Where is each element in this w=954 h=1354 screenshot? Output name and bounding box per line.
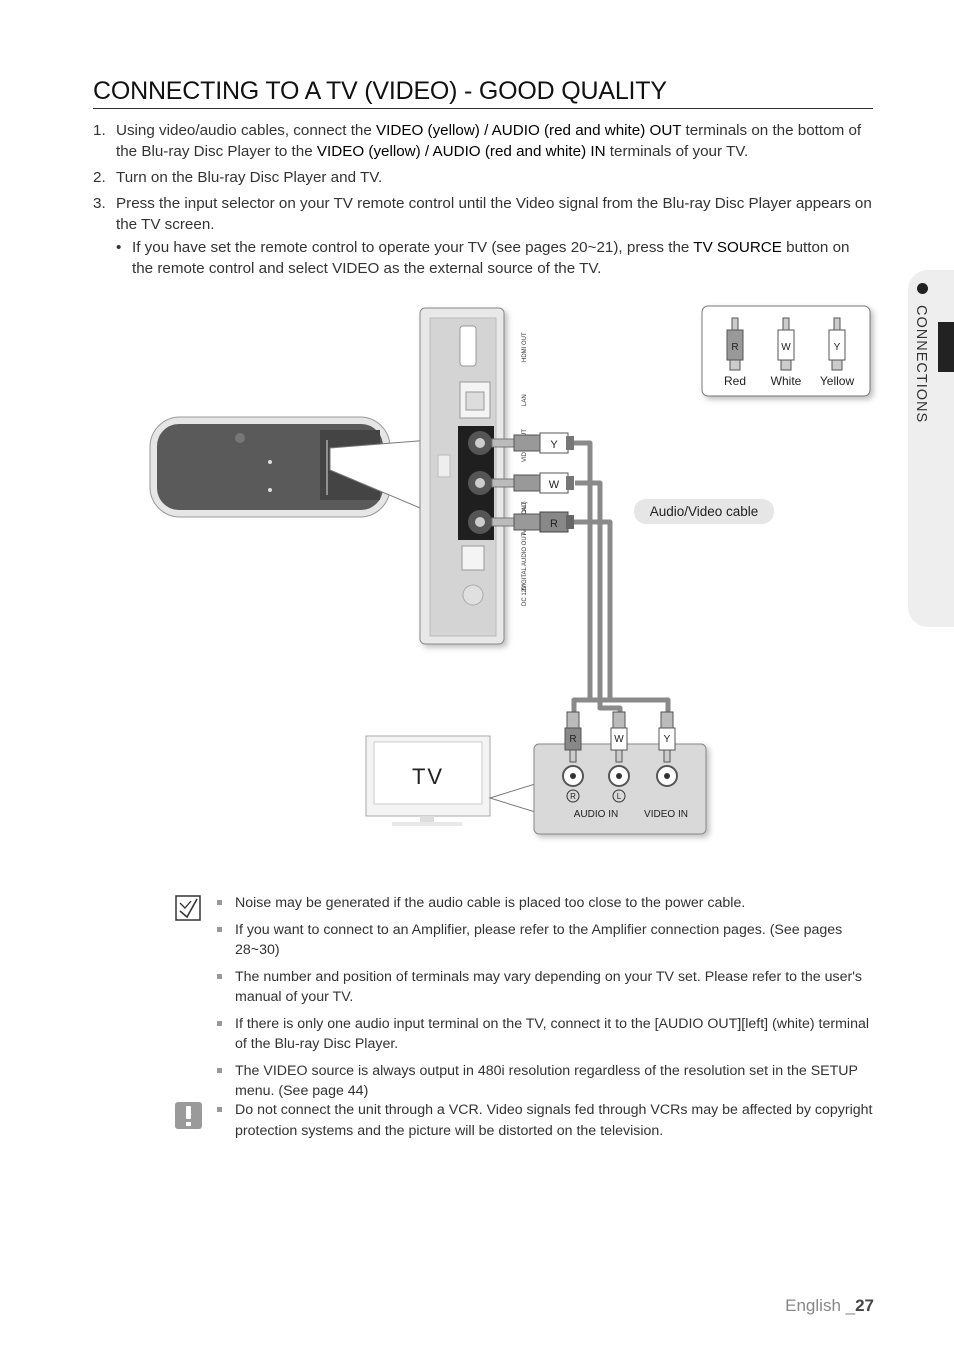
cable-label-pill bbox=[634, 499, 774, 524]
bullet-square-icon bbox=[217, 1020, 222, 1026]
note-text: Noise may be generated if the audio cabl… bbox=[235, 895, 746, 911]
plug-letter-w: W bbox=[549, 479, 560, 491]
player-plugs: Y W R bbox=[491, 432, 574, 533]
jack-mark-l: L bbox=[617, 792, 622, 801]
step-3-bullet: • If you have set the remote control to … bbox=[93, 237, 873, 279]
video-in-label: VIDEO IN bbox=[644, 809, 688, 820]
page-footer: English _27 bbox=[785, 1296, 874, 1316]
step-text: Using video/audio cables, connect the bbox=[116, 122, 377, 139]
step-1: 1. Using video/audio cables, connect the… bbox=[93, 120, 873, 162]
tv-plug-letter-y: Y bbox=[664, 734, 671, 745]
bullet-text: If you have set the remote control to op… bbox=[132, 239, 694, 256]
notes-section: Noise may be generated if the audio cabl… bbox=[175, 893, 875, 1108]
legend-name-yellow: Yellow bbox=[820, 374, 855, 388]
step-emphasis: VIDEO (yellow) / AUDIO (red and white) I… bbox=[316, 143, 606, 160]
connection-diagram: HDMI OUT LAN VIDEO OUT AUDIO OUT DIGITAL… bbox=[149, 305, 871, 835]
note-item: If there is only one audio input termina… bbox=[217, 1014, 875, 1055]
caution-text: Do not connect the unit through a VCR. V… bbox=[235, 1102, 873, 1139]
jack-mark-r: R bbox=[570, 792, 576, 801]
tv-image: TV bbox=[365, 735, 491, 826]
note-pencil-icon bbox=[175, 895, 201, 921]
caution-section: Do not connect the unit through a VCR. V… bbox=[175, 1100, 875, 1147]
legend-letter-y: Y bbox=[834, 342, 841, 353]
caution-item: Do not connect the unit through a VCR. V… bbox=[217, 1100, 875, 1141]
legend-name-red: Red bbox=[724, 374, 746, 388]
bullet-text: button on the remote control and select … bbox=[132, 239, 850, 277]
step-number: 2. bbox=[93, 169, 106, 186]
bullet-square-icon bbox=[217, 900, 222, 905]
step-text: terminals of your TV. bbox=[605, 143, 749, 160]
av-cable bbox=[571, 440, 671, 712]
step-emphasis: VIDEO (yellow) / AUDIO (red and white) O… bbox=[376, 122, 682, 139]
label-hdmi-out: HDMI OUT bbox=[522, 332, 528, 362]
page-number: 27 bbox=[855, 1296, 874, 1315]
caution-exclamation-icon bbox=[175, 1102, 202, 1129]
step-number: 3. bbox=[93, 195, 106, 212]
cable-label: Audio/Video cable bbox=[650, 504, 759, 519]
tv-plug-letter-r: R bbox=[569, 734, 576, 745]
step-2: 2. Turn on the Blu-ray Disc Player and T… bbox=[93, 167, 873, 188]
bullet-emphasis: TV SOURCE bbox=[693, 239, 782, 256]
instruction-steps: 1. Using video/audio cables, connect the… bbox=[93, 120, 873, 279]
page-title: CONNECTING TO A TV (VIDEO) - GOOD QUALIT… bbox=[93, 76, 873, 109]
step-3: 3. Press the input selector on your TV r… bbox=[93, 193, 873, 235]
label-lan: LAN bbox=[522, 394, 528, 406]
bullet-square-icon bbox=[217, 1107, 222, 1112]
plug-letter-y: Y bbox=[550, 439, 558, 451]
audio-in-label: AUDIO IN bbox=[574, 809, 618, 820]
label-dc-12v: DC 12V bbox=[522, 585, 528, 606]
bullet-square-icon bbox=[217, 926, 222, 932]
note-item: The number and position of terminals may… bbox=[217, 967, 875, 1008]
plug-color-legend: R W Y Red White Yellow bbox=[701, 305, 871, 397]
note-text: If you want to connect to an Amplifier, … bbox=[235, 921, 843, 959]
footer-language: English _ bbox=[785, 1296, 856, 1315]
tv-label: TV bbox=[412, 764, 444, 789]
step-number: 1. bbox=[93, 122, 106, 139]
bullet-square-icon bbox=[217, 1067, 222, 1073]
note-text: The VIDEO source is always output in 480… bbox=[235, 1062, 858, 1100]
tv-plug-letter-w: W bbox=[614, 734, 624, 745]
tv-plugs bbox=[564, 711, 676, 763]
step-text: terminals on the bottom of the Blu-ray D… bbox=[116, 122, 862, 160]
legend-letter-r: R bbox=[731, 342, 738, 353]
step-text: Press the input selector on your TV remo… bbox=[116, 195, 872, 233]
plug-letter-r: R bbox=[550, 518, 558, 530]
note-text: The number and position of terminals may… bbox=[235, 968, 863, 1006]
step-text: Turn on the Blu-ray Disc Player and TV. bbox=[116, 169, 383, 186]
tv-zoom-callout bbox=[488, 783, 536, 813]
note-item: If you want to connect to an Amplifier, … bbox=[217, 920, 875, 961]
note-item: Noise may be generated if the audio cabl… bbox=[217, 893, 875, 914]
legend-letter-w: W bbox=[781, 342, 791, 353]
section-tab-marker bbox=[938, 322, 954, 372]
note-item: The VIDEO source is always output in 480… bbox=[217, 1061, 875, 1102]
bullet-dot: • bbox=[116, 239, 122, 256]
note-text: If there is only one audio input termina… bbox=[235, 1015, 870, 1053]
section-tab-label: CONNECTIONS bbox=[913, 305, 929, 424]
tv-input-panel bbox=[533, 743, 707, 835]
section-dot-icon bbox=[917, 283, 928, 294]
player-panel bbox=[419, 307, 505, 645]
bluray-player-image bbox=[149, 416, 391, 518]
legend-name-white: White bbox=[771, 374, 802, 388]
label-digital-audio-out: DIGITAL AUDIO OUT (OPTICAL) bbox=[522, 501, 528, 590]
bullet-square-icon bbox=[217, 973, 222, 979]
